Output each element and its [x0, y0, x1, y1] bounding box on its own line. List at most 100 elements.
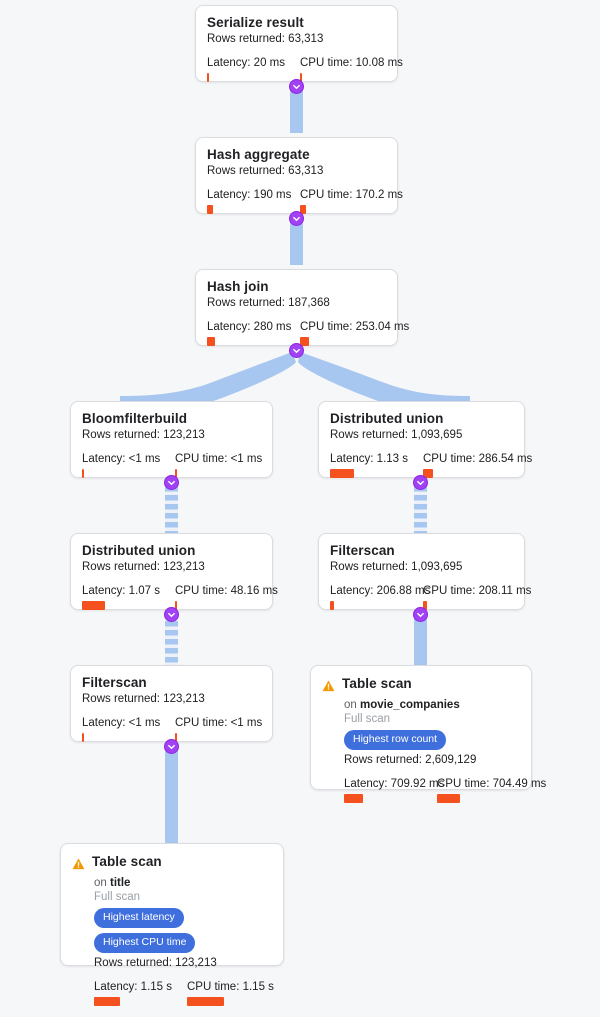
- rows-returned: Rows returned: 63,313: [207, 33, 324, 45]
- latency-metric: Latency: 206.88 ms: [330, 584, 431, 610]
- node-title: Hash join: [207, 279, 269, 294]
- cpu-bar: [175, 601, 177, 610]
- latency-metric: Latency: 1.07 s: [82, 584, 175, 610]
- chevron-down-icon: [293, 348, 300, 354]
- plan-node-hash-aggregate[interactable]: Hash aggregate Rows returned: 63,313 Lat…: [195, 137, 403, 214]
- on-prefix: on: [94, 877, 110, 889]
- latency-label: Latency: 1.13 s: [330, 453, 408, 465]
- rows-returned: Rows returned: 1,093,695: [330, 429, 463, 441]
- node-title: Distributed union: [330, 411, 444, 426]
- edge-filterscan-left-to-distributed-union-left: [165, 617, 178, 667]
- cpu-label: CPU time: 253.04 ms: [300, 321, 410, 333]
- plan-node-table-scan-title[interactable]: Table scan on title Full scan Highest la…: [60, 843, 284, 1006]
- chevron-down-icon: [417, 480, 424, 486]
- badge-highest-cpu-time[interactable]: Highest CPU time: [94, 933, 196, 953]
- node-title: Table scan: [342, 676, 412, 691]
- node-metrics: Latency: 1.13 s CPU time: 286.54 ms: [330, 452, 532, 478]
- cpu-label: CPU time: 704.49 ms: [437, 778, 547, 790]
- plan-node-distributed-union-left[interactable]: Distributed union Rows returned: 123,213…: [70, 533, 278, 610]
- node-title: Filterscan: [82, 675, 147, 690]
- node-header: Filterscan: [82, 675, 261, 691]
- plan-node-distributed-union-right[interactable]: Distributed union Rows returned: 1,093,6…: [318, 401, 532, 478]
- node-header: Table scan: [72, 854, 272, 875]
- scan-type: Full scan: [344, 713, 391, 725]
- latency-metric: Latency: 709.92 ms: [344, 777, 444, 803]
- latency-bar: [82, 469, 84, 478]
- cpu-bar: [423, 469, 433, 478]
- collapse-toggle-hash-join[interactable]: [289, 343, 304, 358]
- node-title: Bloomfilterbuild: [82, 411, 188, 426]
- cpu-label: CPU time: 286.54 ms: [423, 453, 533, 465]
- cpu-bar: [175, 733, 177, 742]
- cpu-metric: CPU time: 208.11 ms: [423, 584, 531, 610]
- cpu-bar: [300, 73, 302, 82]
- rows-returned: Rows returned: 2,609,129: [344, 754, 477, 766]
- plan-node-filterscan-right[interactable]: Filterscan Rows returned: 1,093,695 Late…: [318, 533, 531, 610]
- edge-table-scan-movie-companies-to-filterscan-right: [414, 617, 427, 667]
- collapse-toggle-distributed-union-left[interactable]: [164, 607, 179, 622]
- latency-label: Latency: 280 ms: [207, 321, 292, 333]
- node-header: Distributed union: [330, 411, 513, 427]
- node-header: Bloomfilterbuild: [82, 411, 261, 427]
- node-metrics: Latency: <1 ms CPU time: <1 ms: [82, 452, 262, 478]
- badge-highest-row-count[interactable]: Highest row count: [344, 730, 447, 750]
- latency-bar: [330, 601, 334, 610]
- node-header: Filterscan: [330, 543, 513, 559]
- warning-triangle-icon: [72, 857, 85, 875]
- rows-returned: Rows returned: 123,213: [82, 561, 205, 573]
- node-header: Table scan: [322, 676, 520, 697]
- node-details: on title Full scan Highest latency Highe…: [72, 876, 274, 1006]
- plan-node-bloomfilterbuild[interactable]: Bloomfilterbuild Rows returned: 123,213 …: [70, 401, 273, 478]
- latency-bar: [344, 794, 363, 803]
- cpu-metric: CPU time: <1 ms: [175, 452, 262, 478]
- latency-metric: Latency: 1.13 s: [330, 452, 423, 478]
- on-prefix: on: [344, 699, 360, 711]
- latency-metric: Latency: <1 ms: [82, 716, 175, 742]
- scan-target: on title: [94, 876, 272, 890]
- node-header: Hash aggregate: [207, 147, 386, 163]
- node-header: Serialize result: [207, 15, 386, 31]
- latency-label: Latency: 206.88 ms: [330, 585, 431, 597]
- cpu-bar: [300, 205, 306, 214]
- collapse-toggle-hash-aggregate[interactable]: [289, 211, 304, 226]
- latency-metric: Latency: 1.15 s: [94, 980, 187, 1006]
- node-metrics: Latency: 20 ms CPU time: 10.08 ms: [207, 56, 403, 82]
- table-name: movie_companies: [360, 699, 460, 711]
- edge-filterscan-right-to-distributed-union-right: [414, 485, 427, 535]
- rows-returned: Rows returned: 123,213: [94, 957, 217, 969]
- collapse-toggle-filterscan-left[interactable]: [164, 739, 179, 754]
- cpu-label: CPU time: 10.08 ms: [300, 57, 403, 69]
- rows-returned: Rows returned: 187,368: [207, 297, 330, 309]
- collapse-toggle-bloomfilterbuild[interactable]: [164, 475, 179, 490]
- collapse-toggle-distributed-union-right[interactable]: [413, 475, 428, 490]
- node-metrics: Latency: 1.15 s CPU time: 1.15 s: [94, 980, 274, 1006]
- collapse-toggle-serialize-result[interactable]: [289, 79, 304, 94]
- table-name: title: [110, 877, 131, 889]
- latency-bar: [94, 997, 120, 1006]
- plan-node-hash-join[interactable]: Hash join Rows returned: 187,368 Latency…: [195, 269, 409, 346]
- cpu-bar: [300, 337, 309, 346]
- latency-label: Latency: <1 ms: [82, 717, 161, 729]
- latency-label: Latency: 1.15 s: [94, 981, 172, 993]
- collapse-toggle-filterscan-right[interactable]: [413, 607, 428, 622]
- latency-bar: [207, 73, 209, 82]
- plan-node-filterscan-left[interactable]: Filterscan Rows returned: 123,213 Latenc…: [70, 665, 273, 742]
- cpu-label: CPU time: 208.11 ms: [423, 585, 532, 597]
- cpu-label: CPU time: <1 ms: [175, 717, 263, 729]
- node-metrics: Latency: 709.92 ms CPU time: 704.49 ms: [344, 777, 546, 803]
- cpu-metric: CPU time: 704.49 ms: [437, 777, 546, 803]
- latency-bar: [207, 337, 215, 346]
- badge-highest-latency[interactable]: Highest latency: [94, 908, 184, 928]
- plan-node-serialize-result[interactable]: Serialize result Rows returned: 63,313 L…: [195, 5, 403, 82]
- chevron-down-icon: [293, 84, 300, 90]
- warning-triangle-icon: [322, 679, 335, 697]
- latency-bar: [82, 733, 84, 742]
- node-title: Serialize result: [207, 15, 304, 30]
- node-details: on movie_companies Full scan Highest row…: [322, 698, 546, 803]
- cpu-label: CPU time: 170.2 ms: [300, 189, 403, 201]
- node-metrics: Latency: 190 ms CPU time: 170.2 ms: [207, 188, 403, 214]
- cpu-metric: CPU time: <1 ms: [175, 716, 262, 742]
- node-title: Filterscan: [330, 543, 395, 558]
- plan-node-table-scan-movie-companies[interactable]: Table scan on movie_companies Full scan …: [310, 665, 546, 803]
